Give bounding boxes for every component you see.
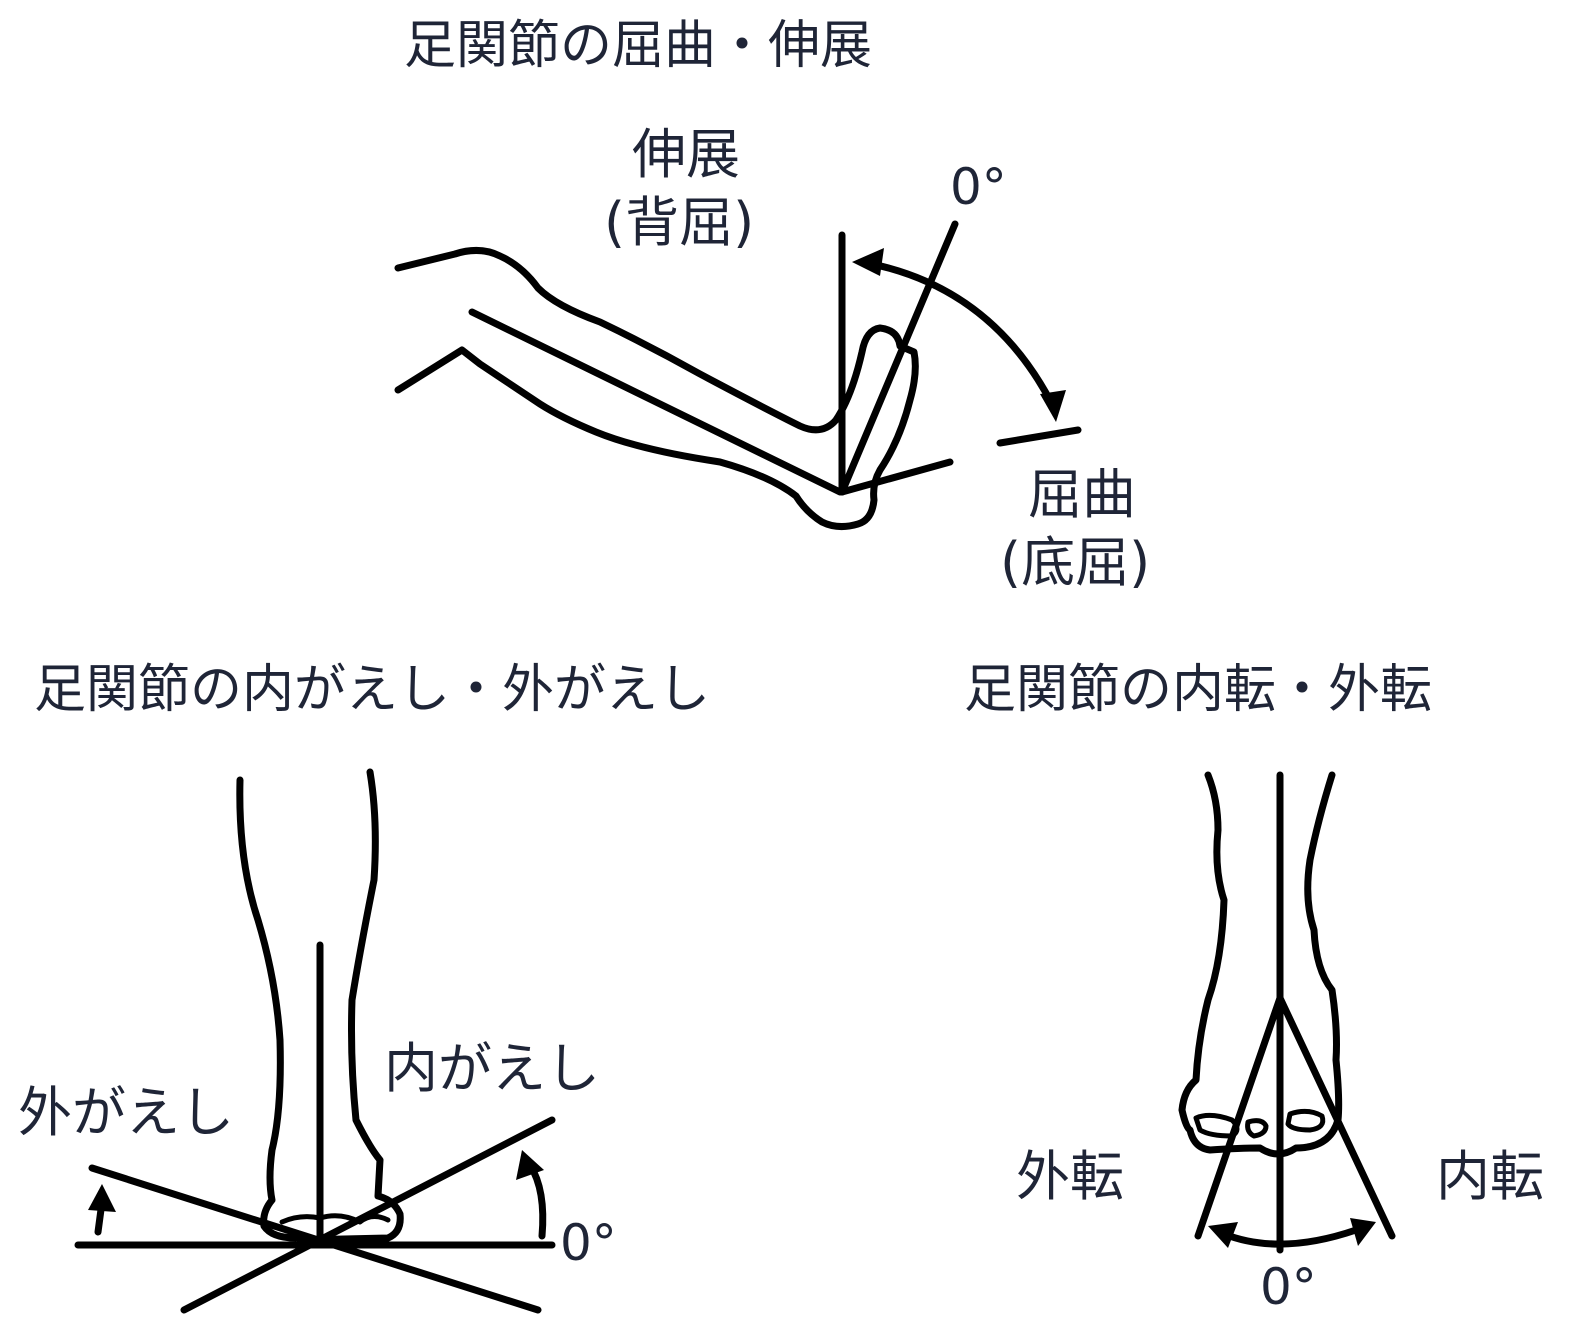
adduction-zero-label: 0° bbox=[1260, 1258, 1317, 1316]
flexion-limit-line bbox=[996, 426, 1082, 447]
foot-zero-line bbox=[838, 220, 959, 496]
inversion-eversion-diagram bbox=[74, 768, 556, 1314]
flexion-label: 屈曲 bbox=[1028, 463, 1136, 526]
abduction-arrowhead bbox=[1208, 1222, 1238, 1248]
leg-outline-left bbox=[236, 776, 300, 1242]
plantarflexion-label: (底屈) bbox=[1000, 531, 1151, 594]
inversion-title: 足関節の内がえし・外がえし bbox=[34, 660, 711, 720]
abduction-label: 外転 bbox=[1016, 1145, 1124, 1208]
arrowhead-extension bbox=[852, 248, 884, 276]
leg-outline-upper bbox=[394, 247, 919, 531]
eversion-label: 外がえし bbox=[18, 1081, 234, 1144]
inversion-line bbox=[180, 1116, 556, 1314]
leg-outline-left bbox=[1178, 771, 1342, 1158]
inversion-zero-label: 0° bbox=[560, 1214, 617, 1272]
tibia-axis-line bbox=[468, 308, 844, 496]
leg-outline-right bbox=[1304, 771, 1343, 1124]
eversion-arrowhead bbox=[88, 1184, 116, 1212]
inversion-arrowhead bbox=[516, 1150, 544, 1180]
abduction-line bbox=[1194, 994, 1284, 1240]
adduction-arrowhead bbox=[1350, 1218, 1376, 1246]
adduction-line bbox=[1276, 994, 1396, 1240]
rotation-arc bbox=[1220, 1226, 1360, 1248]
toe-shape-3 bbox=[1285, 1108, 1326, 1133]
foot-sole-line bbox=[838, 458, 954, 496]
inversion-arrow-shaft bbox=[526, 1161, 547, 1240]
arrowhead-flexion bbox=[1040, 390, 1066, 422]
toe-shape-2 bbox=[1245, 1118, 1269, 1139]
adduction-label: 内転 bbox=[1436, 1145, 1544, 1208]
adduction-abduction-diagram bbox=[1178, 771, 1396, 1254]
toes-outline bbox=[279, 1213, 391, 1225]
flexion-extension-diagram bbox=[394, 220, 1082, 531]
flexion-arc-arrow bbox=[858, 258, 1056, 408]
adduction-title: 足関節の内転・外転 bbox=[964, 660, 1433, 720]
leg-outline-right bbox=[296, 768, 404, 1244]
inversion-label: 内がえし bbox=[384, 1037, 600, 1100]
dorsiflexion-label: (背屈) bbox=[604, 191, 755, 254]
flexion-zero-label: 0° bbox=[950, 158, 1007, 216]
extension-label: 伸展 bbox=[632, 123, 740, 186]
flexion-title: 足関節の屈曲・伸展 bbox=[404, 16, 873, 76]
